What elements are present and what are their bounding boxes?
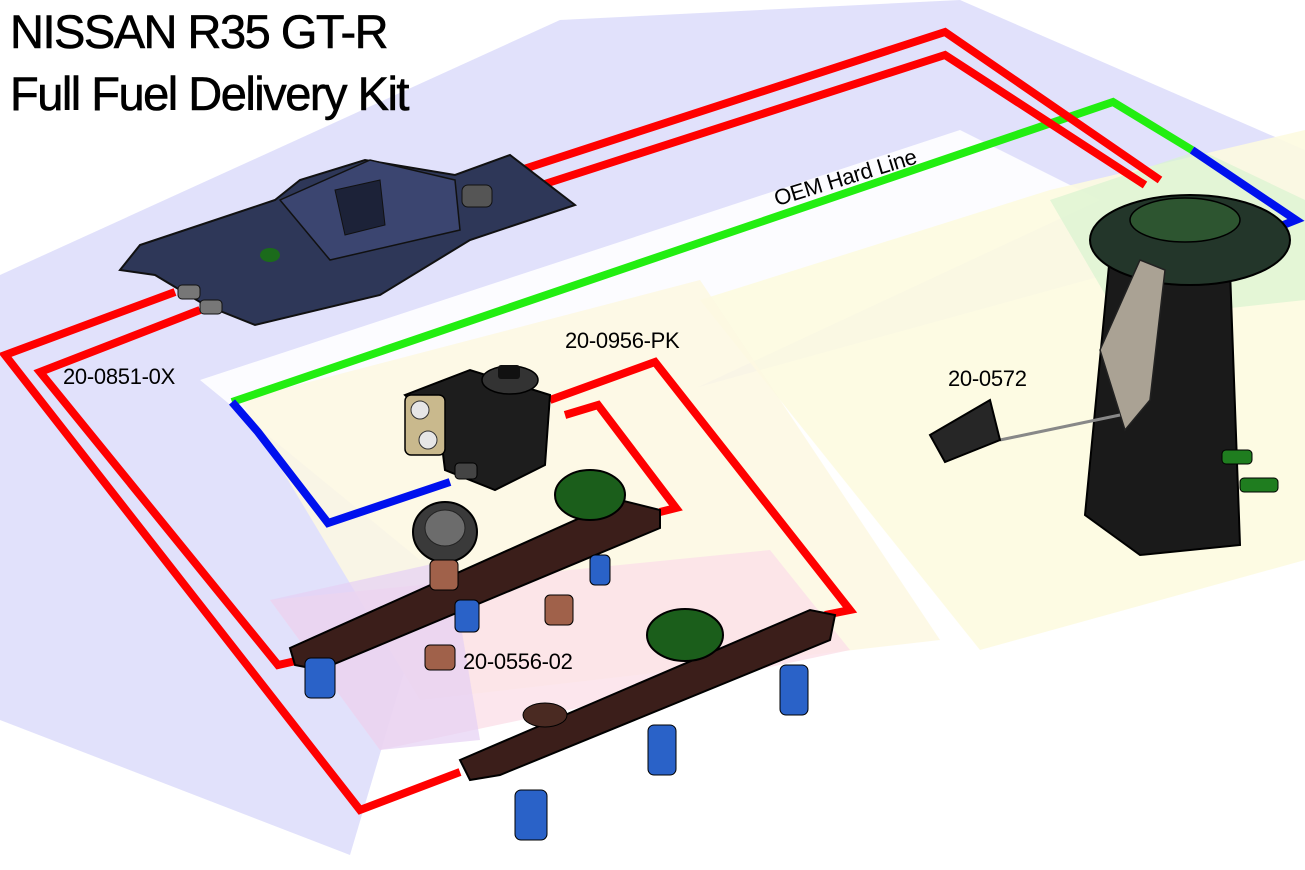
pump-hanger-part-label: 20-0572: [948, 366, 1027, 391]
fuel-pump-bracket: [118, 153, 578, 327]
feed-line-outer: [488, 27, 1163, 184]
oem-hard-line-green: [230, 97, 1195, 406]
fuel-pressure-regulator: [403, 365, 552, 492]
fuel-pump-hanger: [928, 194, 1291, 557]
return-line-blue-regulator: [228, 399, 452, 528]
feed-line-left-outer: [0, 288, 462, 815]
regulator-part-label: 20-0956-PK: [565, 328, 680, 353]
title-line-1: NISSAN R35 GT-R: [10, 5, 389, 58]
feed-line-inner: [518, 50, 1148, 196]
fuel-pump-part-label: 20-0851-0X: [63, 364, 175, 389]
feed-line-left-inner: [33, 306, 301, 670]
fuel-rail-part-label: 20-0556-02: [463, 649, 573, 674]
fuel-rail-lower: [458, 608, 837, 841]
title-line-2: Full Fuel Delivery Kit: [10, 67, 410, 120]
rail-line-right-outer: [548, 357, 858, 619]
fuel-rail-upper: [288, 469, 661, 699]
rail-line-right-inner: [563, 400, 683, 516]
